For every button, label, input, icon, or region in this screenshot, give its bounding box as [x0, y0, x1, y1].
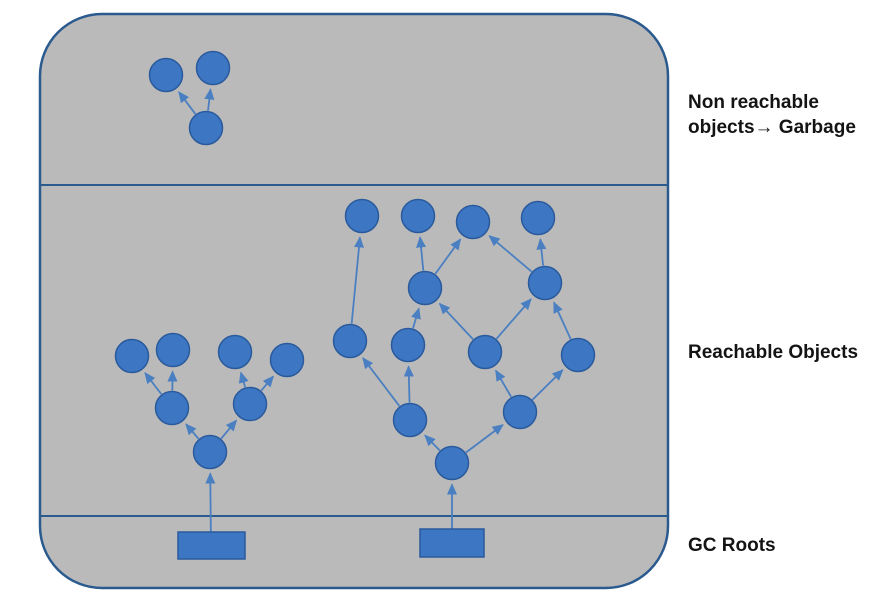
reference-arrow [260, 375, 274, 392]
garbage-label-line1: Non reachable [688, 92, 819, 113]
garbage-label: Non reachable objects→ Garbage [688, 90, 856, 140]
gc-root-rect [177, 531, 246, 560]
reference-arrow [495, 369, 512, 398]
reference-arrow [495, 298, 532, 340]
reference-arrow [362, 357, 401, 407]
reference-arrow [438, 302, 474, 340]
reference-arrow [434, 238, 462, 275]
object-node [155, 332, 191, 368]
object-node [192, 434, 228, 470]
object-node [392, 402, 428, 438]
object-node [434, 445, 470, 481]
object-node [407, 270, 443, 306]
reference-arrow [424, 434, 441, 452]
reference-arrow [465, 424, 504, 454]
object-node [232, 386, 268, 422]
object-node [520, 200, 556, 236]
object-node [148, 57, 184, 93]
object-node [217, 334, 253, 370]
object-node [269, 342, 305, 378]
reference-arrow [536, 238, 547, 266]
reference-arrow [204, 88, 215, 111]
reference-arrow [411, 307, 421, 329]
object-node [527, 265, 563, 301]
object-node [114, 338, 150, 374]
reference-arrow [531, 369, 564, 401]
gc-root-rect [419, 528, 485, 558]
garbage-label-line2: objects→ Garbage [688, 117, 856, 138]
object-node [455, 204, 491, 240]
reference-arrow [350, 236, 364, 324]
reference-arrow [178, 91, 197, 115]
reference-arrow [205, 472, 216, 533]
reference-arrow [403, 365, 414, 403]
object-node [560, 337, 596, 373]
reachable-objects-label: Reachable Objects [688, 342, 859, 363]
object-node [344, 198, 380, 234]
reference-arrow [488, 235, 533, 273]
object-node [400, 198, 436, 234]
object-node [332, 323, 368, 359]
reference-arrow [220, 419, 238, 440]
object-node [188, 110, 224, 146]
reference-arrow [553, 301, 572, 340]
reference-arrow [416, 236, 427, 271]
object-node [195, 50, 231, 86]
reference-arrow [238, 371, 249, 388]
reference-arrow [144, 372, 163, 395]
reference-arrow [185, 423, 200, 440]
object-node [502, 394, 538, 430]
object-node [467, 334, 503, 370]
object-node [390, 327, 426, 363]
gc-roots-label: GC Roots [688, 535, 776, 556]
object-node [154, 390, 190, 426]
